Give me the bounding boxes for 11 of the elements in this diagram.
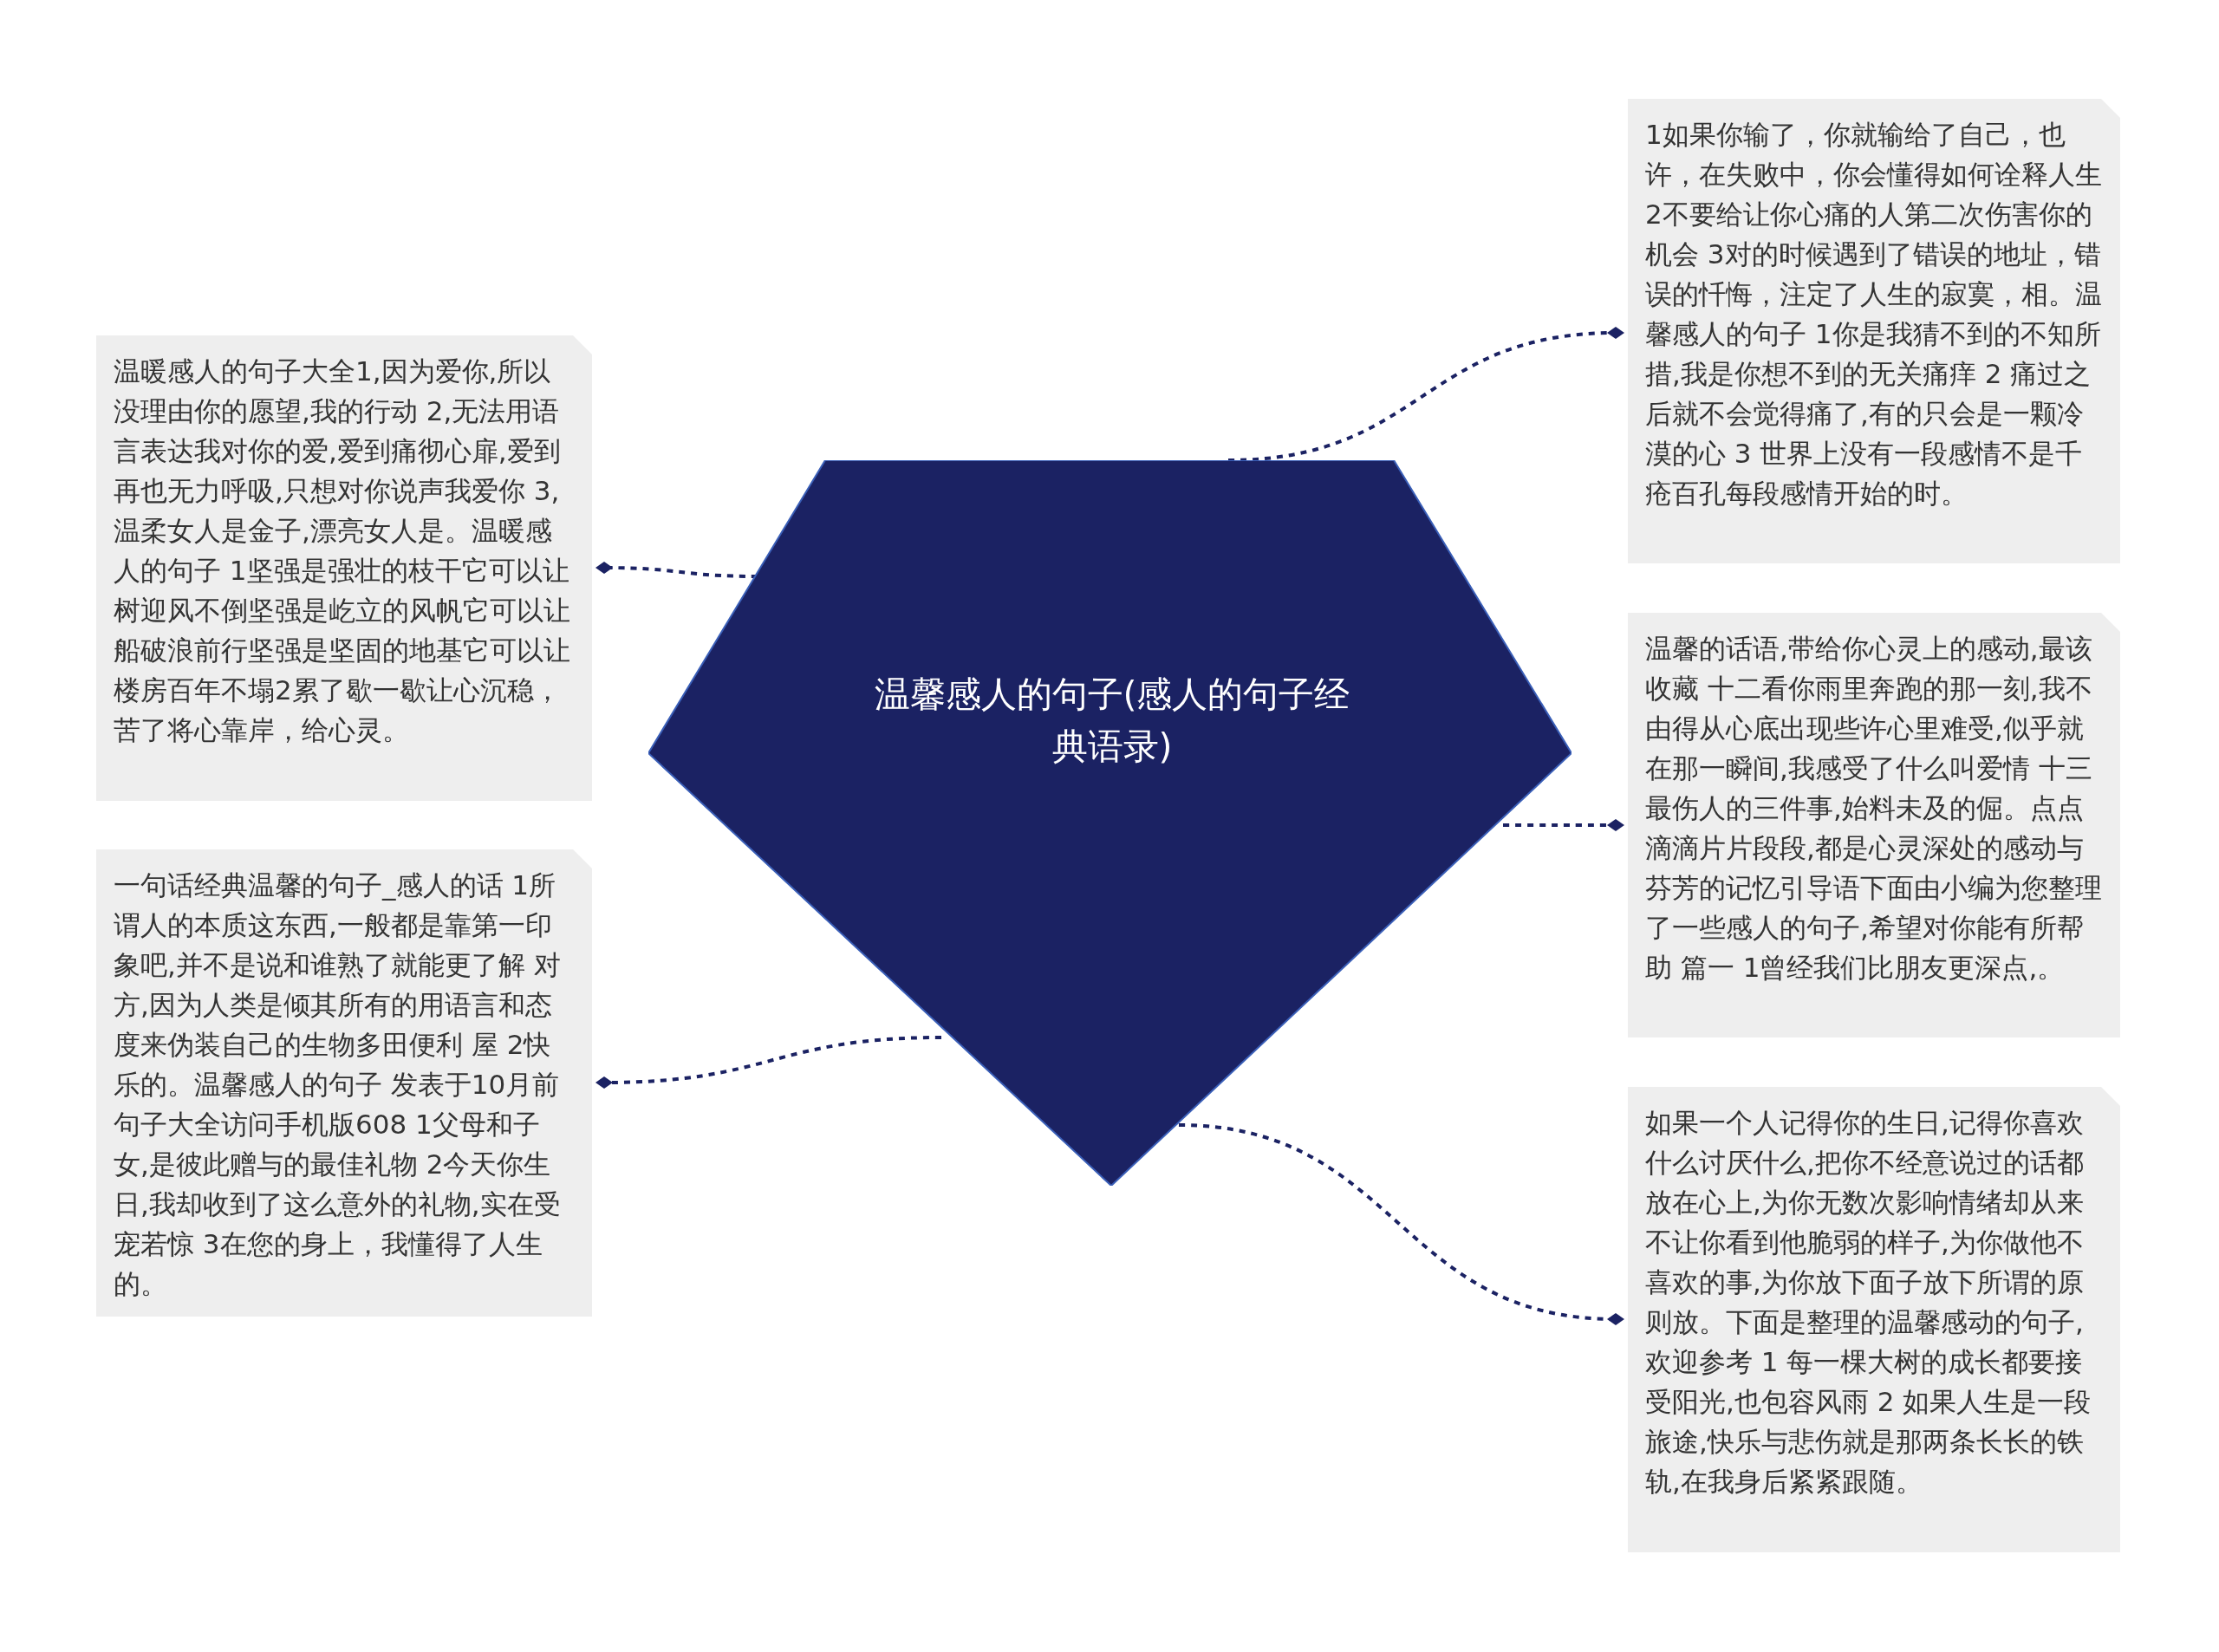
- text-card: 温暖感人的句子大全1,因为爱你,所以没理由你的愿望,我的行动 2,无法用语言表达我对你的爱,爱到痛彻心扉,爱到再也无力呼吸,只想对你说声我爱你 3,温柔女人是金子,漂亮女人是。温暖感人的句子 1坚强是强壮的枝干它可以让树迎风不倒坚强是屹立的风帆它可以让船破浪前行坚强是坚固的地基它可以让楼房百年不塌2累了歇一歇让心沉稳，苦了将心靠岸，给心灵。: [96, 335, 592, 801]
- text-card: 一句话经典温馨的句子_感人的话 1所谓人的本质这东西,一般都是靠第一印象吧,并不是说和谁熟了就能更了解 对方,因为人类是倾其所有的用语言和态度来伪装自己的生物多田便利 屋 2快乐的。温馨感人的句子 发表于10月前句子大全访问手机版608 1父母和子女,是彼此赠与的最佳礼物 2今天你生日,我却收到了这么意外的礼物,实在受宠若惊 3在您的身上，我懂得了人生的。: [96, 849, 592, 1317]
- topic-title: 温馨感人的句子(感人的句子经典语录): [873, 673, 1351, 769]
- text-card: 如果一个人记得你的生日,记得你喜欢什么讨厌什么,把你不经意说过的话都放在心上,为你无数次影响情绪却从来不让你看到他脆弱的样子,为你做他不喜欢的事,为你放下面子放下所谓的原则放。下面是整理的温馨感动的句子,欢迎参考 1 每一棵大树的成长都要接受阳光,也包容风雨 2 如果人生是一段旅途,快乐与悲伤就是那两条长长的铁轨,在我身后紧紧跟随。: [1628, 1087, 2120, 1552]
- connector-line: [1178, 1123, 1624, 1325]
- connector-line: [1503, 819, 1624, 831]
- connector-line: [595, 1036, 942, 1089]
- connector-line: [1227, 327, 1624, 462]
- pentagon-shape: [648, 460, 1572, 1186]
- text-card: 温馨的话语,带给你心灵上的感动,最该收藏 十二看你雨里奔跑的那一刻,我不由得从心底出现些许心里难受,似乎就在那一瞬间,我感受了什么叫爱情 十三最伤人的三件事,始料未及的倔。点点滴滴片片段段,都是心灵深处的感动与芬芳的记忆引导语下面由小编为您整理了一些感人的句子,希望对你能有所帮助 篇一 1曾经我们比朋友更深点,。: [1628, 613, 2120, 1037]
- text-card: 1如果你输了，你就输给了自己，也许，在失败中，你会懂得如何诠释人生2不要给让你心痛的人第二次伤害你的机会 3对的时候遇到了错误的地址，错误的忏悔，注定了人生的寂寞，相。温馨感人的句子 1你是我猜不到的不知所措,我是你想不到的无关痛痒 2 痛过之后就不会觉得痛了,有的只会是一颗冷漠的心 3 世界上没有一段感情不是千疮百孔每段感情开始的时。: [1628, 99, 2120, 563]
